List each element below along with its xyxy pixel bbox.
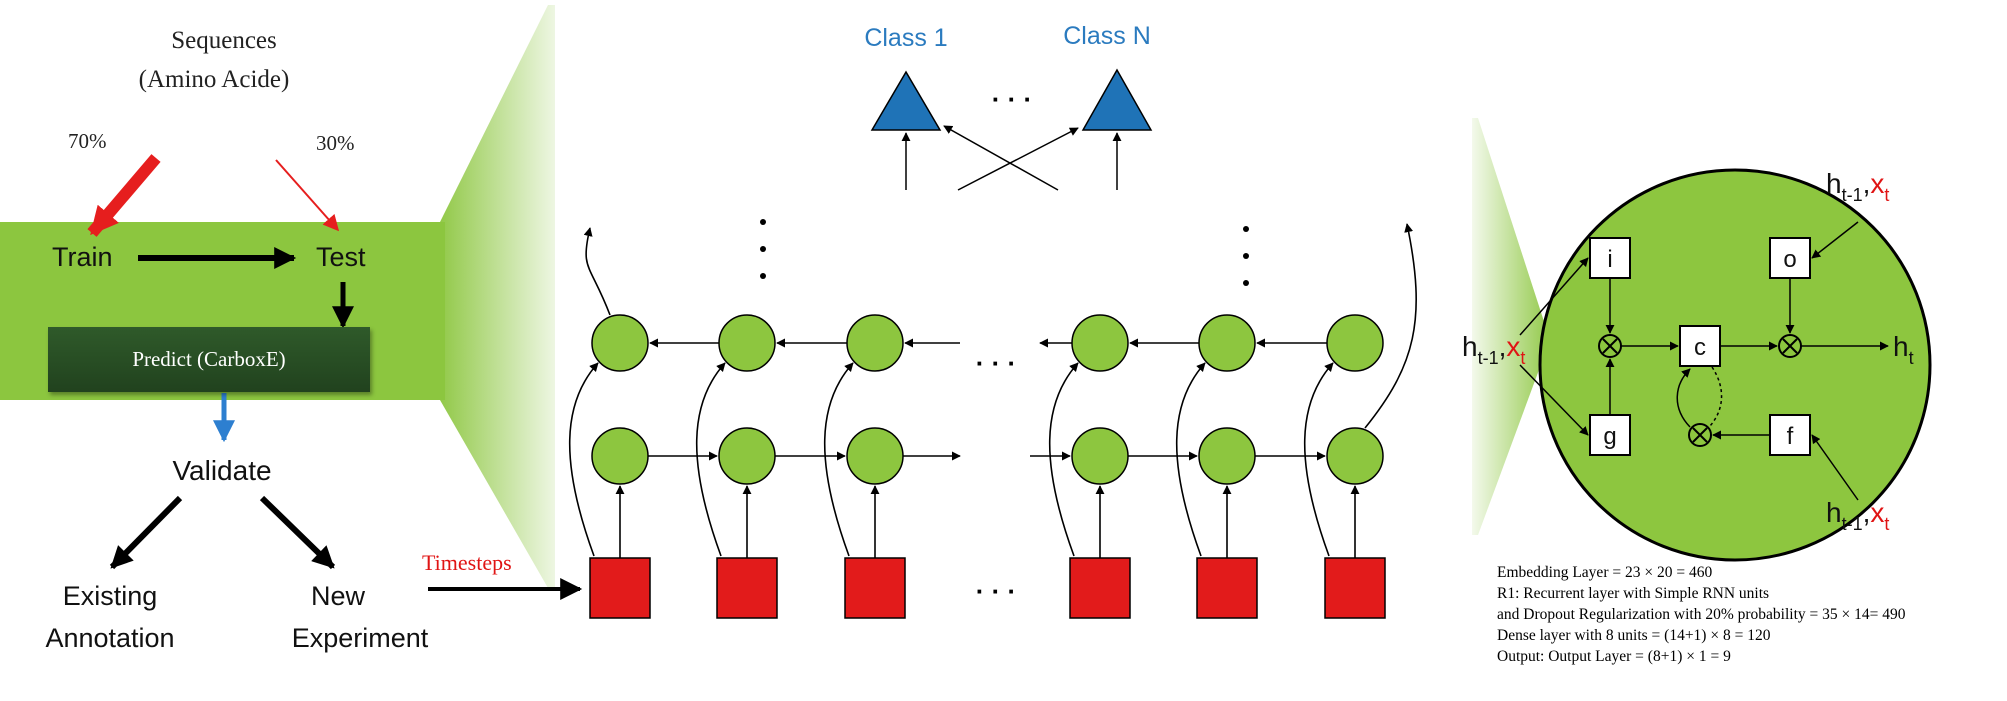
mult-to-c-loop bbox=[1676, 368, 1691, 428]
parameter-notes: Embedding Layer = 23 × 20 = 460 R1: Recu… bbox=[1497, 562, 2002, 667]
note-recurrent: R1: Recurrent layer with Simple RNN unit… bbox=[1497, 585, 1770, 602]
rnn-grid bbox=[568, 223, 1417, 619]
input-to-i bbox=[1519, 257, 1589, 336]
multiply-node-right bbox=[1778, 334, 1802, 358]
input-to-g bbox=[1519, 364, 1589, 436]
input-box-1 bbox=[589, 557, 651, 619]
train-split-arrow bbox=[87, 154, 161, 237]
note-dropout: and Dropout Regularization with 20% prob… bbox=[1497, 606, 1906, 623]
note-embedding: Embedding Layer = 23 × 20 = 460 bbox=[1497, 564, 1713, 581]
gate-f-box bbox=[1769, 414, 1811, 456]
backward-node-2 bbox=[718, 314, 776, 372]
lstm-bottom-input-label: ht-1,xt bbox=[1826, 497, 1889, 534]
input-skip-connection-6 bbox=[1303, 362, 1334, 557]
lstm-cell-circle bbox=[1538, 168, 1932, 562]
test-label: Test bbox=[316, 242, 366, 272]
gate-g-label: g bbox=[1603, 423, 1616, 450]
gate-c-label: c bbox=[1694, 334, 1706, 361]
cross-line-b bbox=[957, 127, 1079, 191]
new-experiment-line1: New bbox=[311, 581, 366, 611]
gate-o-label: o bbox=[1783, 246, 1796, 273]
backward-node-6 bbox=[1326, 314, 1384, 372]
new-experiment-line2: Experiment bbox=[292, 623, 429, 653]
input-box-4 bbox=[1069, 557, 1131, 619]
input-box-2 bbox=[716, 557, 778, 619]
multiply-node-bottom bbox=[1688, 423, 1712, 447]
input-box-3 bbox=[844, 557, 906, 619]
class1-triangle bbox=[870, 70, 942, 131]
sequences-label: Sequences bbox=[171, 27, 277, 54]
existing-annotation-line1: Existing bbox=[63, 581, 158, 611]
forward-node-2 bbox=[718, 427, 776, 485]
green-fan-left bbox=[440, 5, 555, 588]
input-skip-connection-5 bbox=[1175, 362, 1206, 557]
forward-output-curve bbox=[1364, 223, 1417, 429]
class-n-label: Class N bbox=[1063, 22, 1151, 50]
class-n-triangle bbox=[1081, 68, 1153, 131]
backward-node-3 bbox=[846, 314, 904, 372]
timesteps-label: Timesteps bbox=[422, 550, 512, 575]
existing-annotation-line2: Annotation bbox=[45, 623, 174, 653]
validate-to-new-arrow bbox=[259, 495, 336, 570]
input-skip-connection-4 bbox=[1048, 362, 1079, 557]
input-skip-connection-1 bbox=[568, 362, 599, 557]
gate-i-label: i bbox=[1607, 246, 1612, 273]
class1-label: Class 1 bbox=[864, 24, 947, 52]
lstm-output-label: ht bbox=[1893, 331, 1914, 368]
column-dots-right bbox=[1243, 226, 1249, 286]
backward-node-4 bbox=[1071, 314, 1129, 372]
gate-c-box bbox=[1679, 325, 1721, 367]
validate-label: Validate bbox=[172, 455, 271, 486]
top-row-ellipsis: · · · bbox=[976, 348, 1016, 378]
gate-f-label: f bbox=[1787, 423, 1794, 450]
forward-node-3 bbox=[846, 427, 904, 485]
lstm-top-input-label: ht-1,xt bbox=[1826, 168, 1889, 205]
forward-node-1 bbox=[591, 427, 649, 485]
column-dots-left bbox=[760, 219, 766, 279]
cross-line-a bbox=[943, 125, 1059, 191]
sequences-sublabel: (Amino Acide) bbox=[139, 66, 290, 93]
input-skip-connection-2 bbox=[695, 362, 726, 557]
backward-node-1 bbox=[591, 314, 649, 372]
validate-to-existing-arrow bbox=[109, 495, 183, 570]
input-box-6 bbox=[1324, 557, 1386, 619]
input-to-o bbox=[1811, 221, 1859, 259]
green-fan-right bbox=[1472, 118, 1550, 535]
lstm-left-input-label: ht-1,xt bbox=[1462, 331, 1525, 368]
gate-g-box bbox=[1589, 414, 1631, 456]
bottom-row-ellipsis: · · · bbox=[976, 576, 1016, 606]
test-percent: 30% bbox=[316, 131, 355, 155]
forward-node-6 bbox=[1326, 427, 1384, 485]
forward-node-4 bbox=[1071, 427, 1129, 485]
backward-node-5 bbox=[1198, 314, 1256, 372]
input-to-f bbox=[1811, 434, 1859, 501]
note-dense: Dense layer with 8 units = (14+1) × 8 = … bbox=[1497, 627, 1771, 644]
train-percent: 70% bbox=[68, 129, 107, 153]
test-split-arrow bbox=[275, 159, 340, 232]
input-skip-connection-3 bbox=[823, 362, 854, 557]
multiply-node-left bbox=[1598, 334, 1622, 358]
train-label: Train bbox=[52, 242, 113, 272]
class-ellipsis: · · · bbox=[992, 84, 1032, 114]
backward-output-curve bbox=[583, 227, 611, 316]
input-box-5 bbox=[1196, 557, 1258, 619]
forward-node-5 bbox=[1198, 427, 1256, 485]
predict-box: Predict (CarboxE) bbox=[48, 327, 370, 392]
c-recurrent-dotted bbox=[1709, 366, 1723, 427]
note-output: Output: Output Layer = (8+1) × 1 = 9 bbox=[1497, 648, 1731, 665]
